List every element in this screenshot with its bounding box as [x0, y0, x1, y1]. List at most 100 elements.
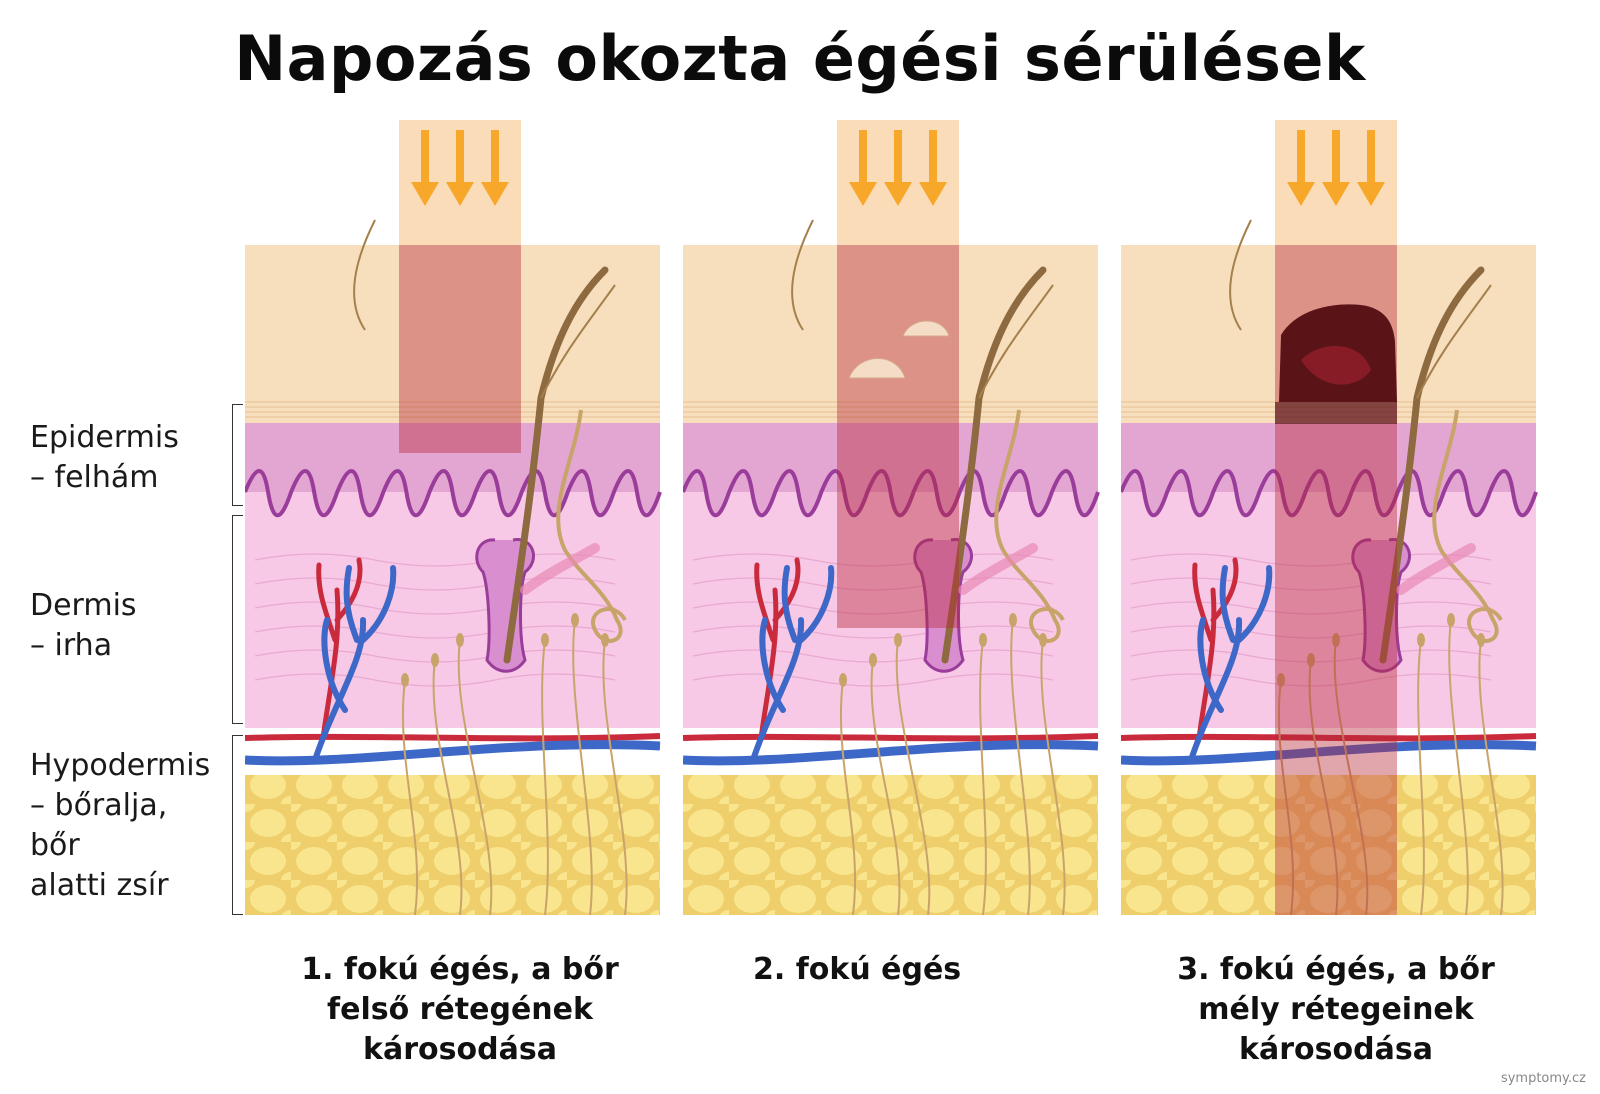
caption-line: károsodása [363, 1032, 557, 1067]
nerve-fiber [602, 639, 628, 916]
nerve-fiber [1417, 639, 1425, 916]
collagen-fiber [1130, 673, 1492, 687]
nerve-fiber [572, 619, 593, 916]
sun-ray-arrow-icon [411, 130, 439, 206]
label-epidermis-line: – felhám [30, 460, 159, 495]
eschar-base [1275, 402, 1397, 424]
label-epidermis-line: Epidermis [30, 420, 179, 455]
sun-ray-arrow-icon [481, 130, 509, 206]
caption-line: mély rétegeinek [1198, 992, 1474, 1027]
nerve-ending [979, 633, 987, 647]
artery-horizontal [683, 733, 1099, 742]
nerve-fiber [870, 659, 901, 916]
artery-horizontal [245, 733, 661, 742]
label-epidermis: Epidermis – felhám [30, 418, 179, 498]
bracket-hypodermis [232, 735, 243, 915]
hair-strand-left [791, 219, 814, 331]
label-dermis-line: – irha [30, 628, 113, 663]
caption-third-degree: 3. fokú égés, a bőr mély rétegeinek káro… [1121, 950, 1551, 1070]
bracket-dermis [232, 515, 243, 724]
caption-line: 2. fokú égés [753, 952, 962, 987]
caption-line: 1. fokú égés, a bőr [301, 952, 619, 987]
nerve-fiber [1478, 639, 1504, 916]
capillary-vein [1188, 565, 1273, 763]
hair-shaft [941, 266, 1047, 664]
nerve-fiber [401, 679, 419, 916]
nerve-ending [1307, 653, 1315, 667]
nerve-ending [1277, 673, 1285, 687]
label-dermis-line: Dermis [30, 588, 137, 623]
blister [848, 358, 906, 379]
nerve-ending [1332, 633, 1340, 647]
eschar-highlight [1301, 346, 1371, 385]
sun-ray-arrow-icon [884, 130, 912, 206]
sweat-gland [1432, 409, 1503, 643]
nerve-fiber [432, 659, 463, 916]
skin-diagram [1121, 120, 1538, 916]
basement-membrane [683, 469, 1100, 518]
collagen-fiber [692, 625, 1054, 639]
blister [902, 320, 950, 337]
hair-strand [1416, 284, 1492, 399]
artery-horizontal [1121, 733, 1537, 742]
label-hypodermis-line: Hypodermis [30, 748, 211, 783]
nerve-ending [571, 613, 579, 627]
stratum-corneum [245, 245, 660, 423]
collagen-fiber [692, 673, 1054, 687]
nerve-fiber [895, 639, 931, 916]
nerve-ending [1039, 633, 1047, 647]
nerve-ending [401, 673, 409, 687]
label-hypodermis: Hypodermis – bőralja, bőr alatti zsír [30, 746, 210, 906]
arrector-muscle [1396, 543, 1476, 595]
hair-strand [978, 284, 1054, 399]
panel-second-degree [683, 120, 1113, 940]
nerve-fiber [1333, 639, 1369, 916]
label-dermis: Dermis – irha [30, 586, 137, 666]
sweat-gland [556, 409, 627, 643]
label-hypodermis-line: alatti zsír [30, 868, 169, 903]
epidermis-papillae [1121, 423, 1536, 516]
hair-shaft [503, 266, 609, 664]
nerve-fiber [1277, 679, 1295, 916]
epidermis-papillae [683, 423, 1098, 516]
sun-ray-arrow-icon [1322, 130, 1350, 206]
arrector-muscle [520, 543, 600, 595]
watermark: symptomy.cz [1500, 1071, 1586, 1086]
stratum-corneum [683, 245, 1098, 423]
caption-first-degree: 1. fokú égés, a bőr felső rétegének káro… [245, 950, 675, 1070]
collagen-fiber [1130, 625, 1492, 639]
nerve-ending [541, 633, 549, 647]
burn-zone [399, 245, 521, 453]
label-hypodermis-line: bőr [30, 828, 80, 863]
epidermis-papillae [245, 423, 660, 516]
vein-horizontal [1121, 740, 1537, 766]
basement-membrane [245, 469, 662, 518]
basement-membrane [1121, 469, 1538, 518]
collagen-fiber [1130, 553, 1492, 567]
nerve-ending [601, 633, 609, 647]
collagen-fiber [1130, 577, 1492, 591]
nerve-fiber [1448, 619, 1469, 916]
label-hypodermis-line: – bőralja, [30, 788, 168, 823]
collagen-fiber [254, 577, 616, 591]
sweat-gland [994, 409, 1065, 643]
collagen-fiber [692, 577, 1054, 591]
capillary-artery [754, 557, 801, 741]
collagen-fiber [692, 601, 1054, 615]
fat-layer [245, 775, 660, 915]
hair-strand-left [1229, 219, 1252, 331]
nerve-fiber [541, 639, 549, 916]
nerve-fiber [979, 639, 987, 916]
skin-diagram [683, 120, 1100, 916]
collagen-fiber [254, 601, 616, 615]
nerve-fiber [1308, 659, 1339, 916]
collagen-fiber [254, 625, 616, 639]
hair-strand-left [353, 219, 376, 331]
arrector-muscle [958, 543, 1038, 595]
sun-ray-arrow-icon [1287, 130, 1315, 206]
nerve-ending [431, 653, 439, 667]
nerve-ending [456, 633, 464, 647]
vein-horizontal [683, 740, 1099, 766]
page-title: Napozás okozta égési sérülések [234, 22, 1366, 95]
nerve-ending [1009, 613, 1017, 627]
